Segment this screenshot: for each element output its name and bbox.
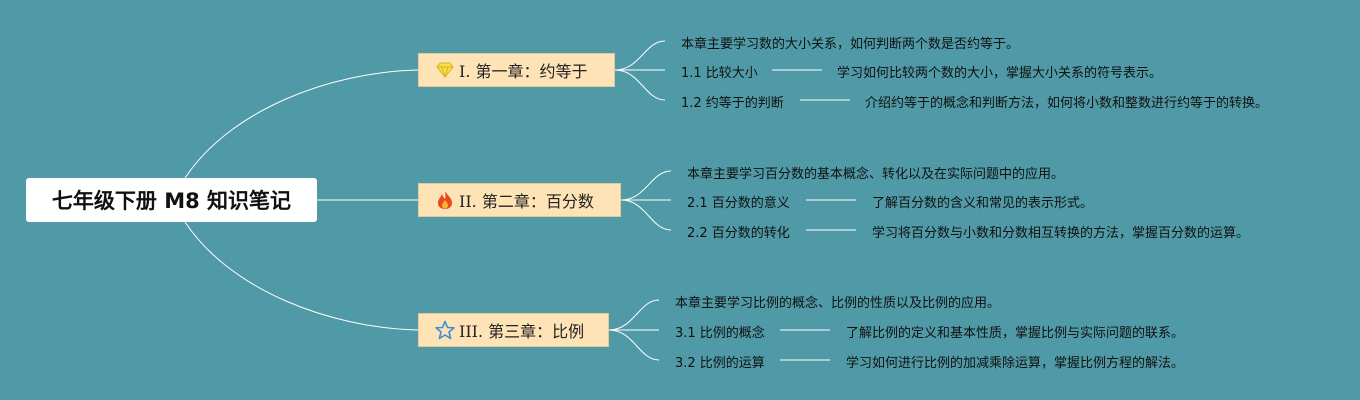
chapter-2-branch-summary xyxy=(620,170,672,201)
chapter-1-summary: 本章主要学习数的大小关系，如何判断两个数是否约等于。 xyxy=(681,37,1020,52)
section-2-1-detail: 了解百分数的含义和常见的表示形式。 xyxy=(872,196,1094,211)
chapter-1-branch-summary xyxy=(614,40,666,71)
section-1-2-title: 1.2 约等于的判断 xyxy=(681,96,784,111)
gem-icon xyxy=(435,60,455,80)
section-3-2-title: 3.2 比例的运算 xyxy=(675,356,765,371)
root-node[interactable]: 七年级下册 M8 知识笔记 xyxy=(26,178,317,222)
section-1-2-detail: 介绍约等于的概念和判断方法，如何将小数和整数进行约等于的转换。 xyxy=(865,96,1269,111)
section-1-1-detail: 学习如何比较两个数的大小，掌握大小关系的符号表示。 xyxy=(837,66,1163,81)
chapter-3-branch-summary xyxy=(608,299,660,331)
chapter-2-label: II. 第二章：百分数 xyxy=(459,192,594,211)
chapter-3-summary: 本章主要学习比例的概念、比例的性质以及比例的应用。 xyxy=(675,296,1001,311)
section-2-2-detail: 学习将百分数与小数和分数相互转换的方法，掌握百分数的运算。 xyxy=(872,226,1250,241)
chapter-3-label: III. 第三章：比例 xyxy=(459,322,585,341)
fire-icon xyxy=(435,190,455,210)
chapter-2-node[interactable]: II. 第二章：百分数 xyxy=(418,183,621,217)
section-3-1-title: 3.1 比例的概念 xyxy=(675,326,765,341)
section-3-1-detail: 了解比例的定义和基本性质，掌握比例与实际问题的联系。 xyxy=(846,326,1185,341)
chapter-2-branch-2 xyxy=(620,199,672,231)
chapter-3-branch-2 xyxy=(608,329,660,361)
chapter-2-summary: 本章主要学习百分数的基本概念、转化以及在实际问题中的应用。 xyxy=(687,167,1065,182)
star-icon xyxy=(435,320,455,340)
root-title: 七年级下册 M8 知识笔记 xyxy=(51,189,292,213)
chapter-3-node[interactable]: III. 第三章：比例 xyxy=(418,313,609,347)
section-1-1-title: 1.1 比较大小 xyxy=(681,66,758,81)
root-to-chapter-1-line xyxy=(184,69,419,179)
chapter-1-node[interactable]: I. 第一章：约等于 xyxy=(418,53,615,87)
root-to-chapter-3-line xyxy=(184,221,419,331)
chapter-1-label: I. 第一章：约等于 xyxy=(459,62,588,81)
section-2-2-title: 2.2 百分数的转化 xyxy=(687,226,790,241)
section-3-2-detail: 学习如何进行比例的加减乘除运算，掌握比例方程的解法。 xyxy=(846,356,1185,371)
chapter-1-branch-2 xyxy=(614,69,666,101)
section-2-1-title: 2.1 百分数的意义 xyxy=(687,196,790,211)
